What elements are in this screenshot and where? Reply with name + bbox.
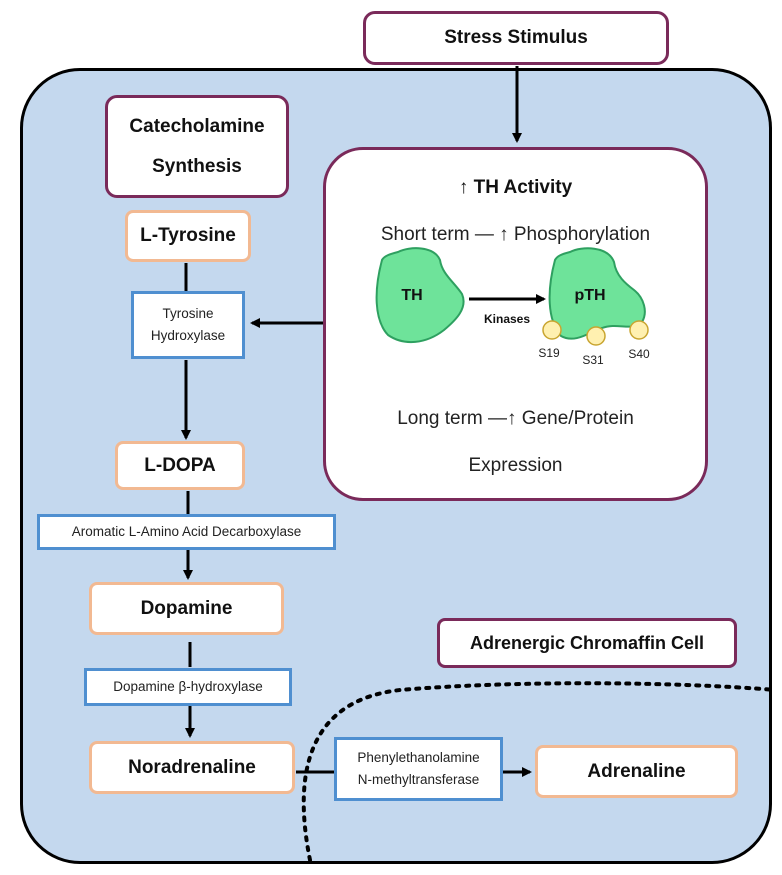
th-enzyme-label: TH: [401, 287, 422, 304]
dopamine-beta-hydroxylase-box: Dopamine β-hydroxylase: [84, 668, 292, 706]
tyrosine-hydroxylase-box: Tyrosine Hydroxylase: [131, 291, 245, 359]
stress-stimulus-label: Stress Stimulus: [444, 27, 588, 48]
noradrenaline-label: Noradrenaline: [128, 756, 256, 778]
long-term-expression-text: Long term —↑ Gene/Protein: [397, 408, 634, 429]
dopamine-box: Dopamine: [89, 582, 284, 635]
adrenergic-chromaffin-cell-label: Adrenergic Chromaffin Cell: [469, 632, 705, 653]
stress-stimulus-box: Stress Stimulus: [363, 11, 669, 65]
l-tyrosine-box: L-Tyrosine: [125, 210, 251, 262]
l-dopa-label: L-DOPA: [144, 454, 216, 476]
pnmt-box: Phenylethanolamine N-methyltransferase: [334, 737, 503, 801]
dopamine-beta-hydroxylase-label: Dopamine β-hydroxylase: [113, 679, 263, 695]
phosphosite-s31-label: S31: [582, 353, 604, 367]
pth-enzyme-label: pTH: [574, 287, 605, 304]
phosphosite-s19-label: S19: [538, 346, 560, 360]
th-activity-title: ↑ TH Activity: [458, 177, 573, 198]
dopamine-label: Dopamine: [140, 597, 233, 619]
th-phosphorylation-diagram: TH Kinases pTH S19 S31 S40: [375, 247, 650, 367]
kinases-label: Kinases: [484, 312, 530, 326]
tyrosine-hydroxylase-label: Tyrosine Hydroxylase: [150, 306, 226, 343]
long-term-expression-text-2: Expression: [468, 455, 563, 476]
adrenergic-chromaffin-cell-box: Adrenergic Chromaffin Cell: [437, 618, 737, 668]
aadc-box: Aromatic L-Amino Acid Decarboxylase: [37, 514, 336, 550]
phosphosite-s40-label: S40: [628, 347, 650, 361]
aadc-label: Aromatic L-Amino Acid Decarboxylase: [71, 524, 302, 540]
l-tyrosine-label: L-Tyrosine: [140, 225, 236, 246]
phosphosite-s40-marker: [629, 320, 649, 340]
adrenaline-label: Adrenaline: [587, 760, 686, 782]
th-enzyme-shape: [375, 247, 465, 344]
catecholamine-synthesis-box: Catecholamine Synthesis: [105, 95, 289, 198]
pth-enzyme-shape: [548, 247, 646, 340]
phosphosite-s31-marker: [586, 326, 606, 346]
noradrenaline-box: Noradrenaline: [89, 741, 295, 794]
adrenaline-region-boundary: [301, 681, 777, 862]
catecholamine-synthesis-label: Catecholamine Synthesis: [129, 115, 265, 177]
th-activity-panel: ↑ TH Activity Short term — ↑ Phosphoryla…: [323, 147, 708, 501]
pnmt-label: Phenylethanolamine N-methyltransferase: [357, 750, 480, 787]
adrenaline-box: Adrenaline: [535, 745, 738, 798]
short-term-phosphorylation-text: Short term — ↑ Phosphorylation: [380, 224, 651, 245]
phosphosite-s19-marker: [542, 320, 562, 340]
l-dopa-box: L-DOPA: [115, 441, 245, 490]
